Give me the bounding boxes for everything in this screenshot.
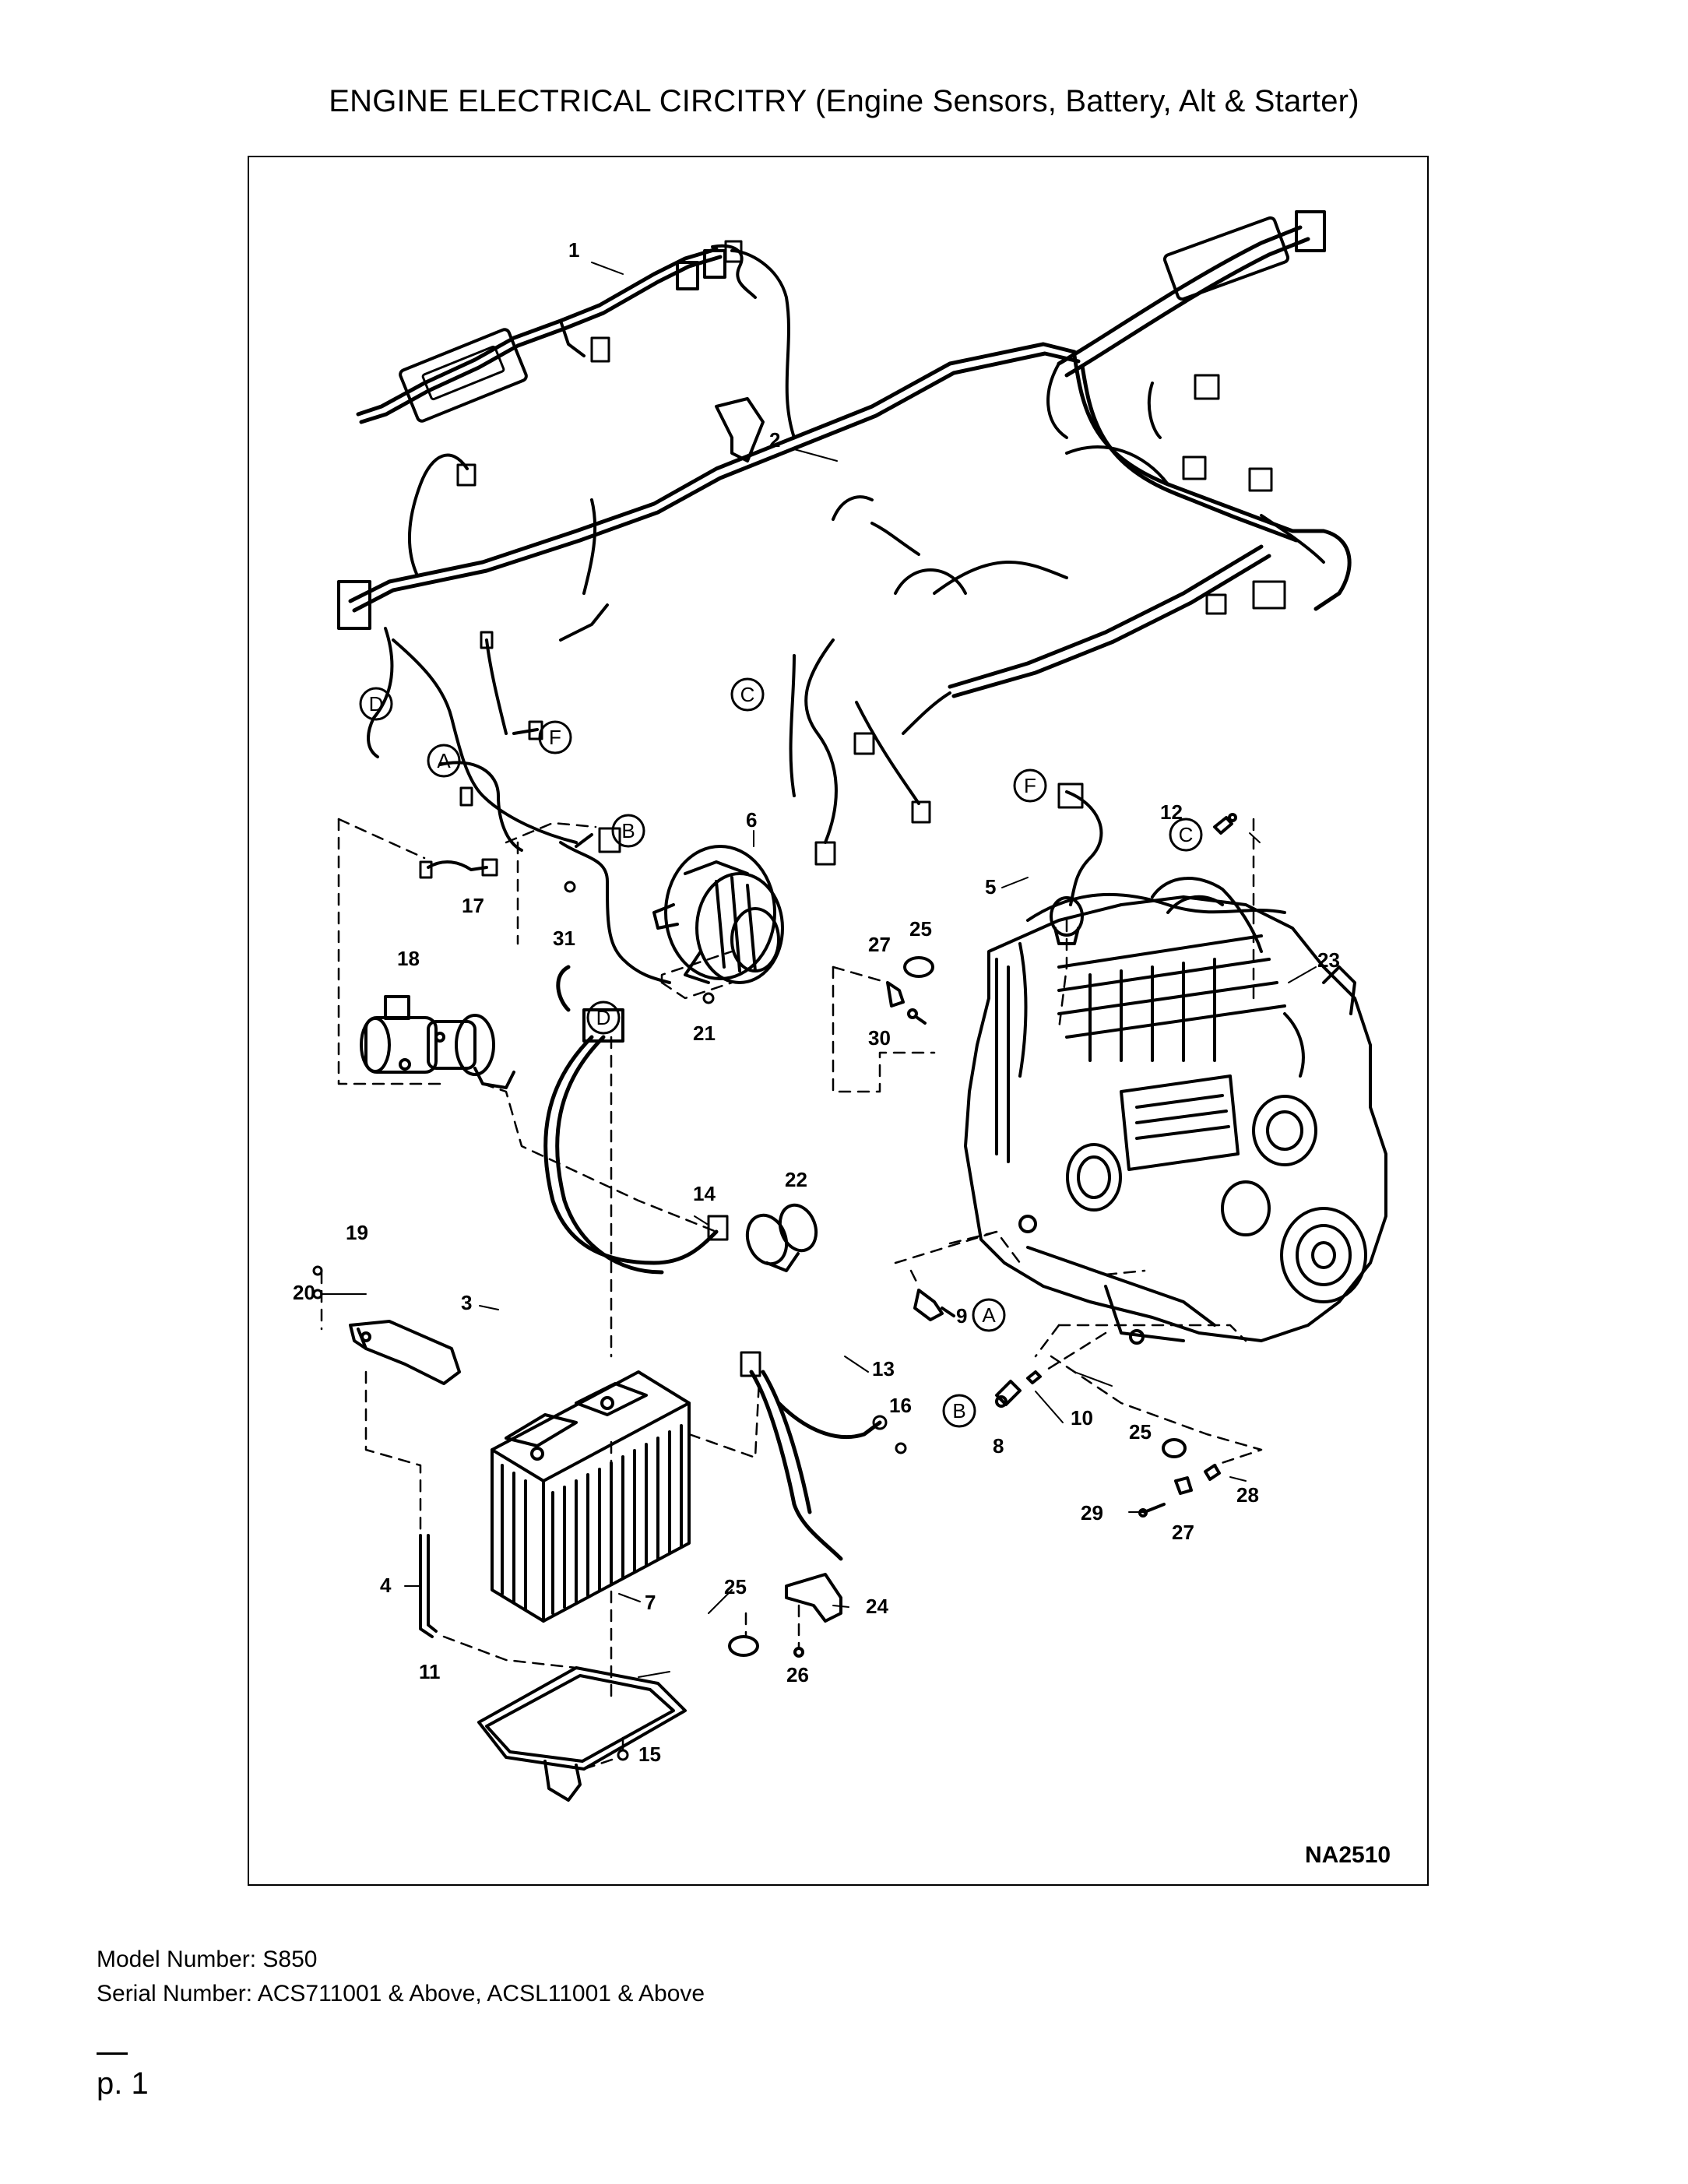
callout-13: 13 [872,1357,895,1380]
diagram-code: NA2510 [1305,1842,1391,1868]
callout-7: 7 [645,1591,656,1614]
callout-21: 21 [693,1022,716,1045]
part-13-ground-cable [740,1351,888,1561]
part-24-25-26-lower [728,1573,842,1658]
callout-11: 11 [419,1660,441,1683]
part-23-engine [964,877,1387,1345]
callout-29: 29 [1081,1501,1103,1525]
callout-6: 6 [746,808,757,832]
connector-letter-d-lower: D [596,1006,611,1029]
callout-14: 14 [693,1182,716,1205]
connector-circles [359,677,1203,1428]
exploded-parts-diagram: 1 2 3 4 5 6 7 8 9 10 11 12 13 14 15 16 1… [293,210,1391,1868]
part-3-hold-down [349,1320,461,1385]
page-number-rule [97,2052,128,2055]
small-hardware [312,881,907,1761]
callout-4: 4 [380,1574,392,1597]
callout-22: 22 [785,1168,807,1191]
connector-letter-a-right: A [982,1303,996,1327]
callout-26: 26 [786,1663,809,1686]
callout-17: 17 [462,894,484,917]
callout-25-right: 25 [1129,1420,1152,1444]
part-22-clamp [745,1203,818,1272]
callout-5: 5 [985,875,996,899]
part-11-tray [477,1666,687,1802]
callout-2: 2 [769,428,780,452]
connector-letter-b-left: B [621,819,635,842]
serial-number: Serial Number: ACS711001 & Above, ACSL11… [97,1981,705,2006]
connector-letter-b-right: B [952,1399,965,1423]
part-4-rod [419,1534,438,1638]
dashed-assembly-lines [320,818,1263,1771]
connector-letter-c-upper: C [740,683,755,706]
harness-2-left-branch [337,580,671,984]
callout-23: 23 [1317,948,1340,972]
callout-25-upper: 25 [909,917,932,941]
connector-letter-f-right: F [1024,774,1036,797]
part-14-cable [543,965,729,1275]
harness-1 [356,244,757,424]
callout-19: 19 [346,1221,368,1244]
part-25-27-28-29-lower [1138,1438,1221,1518]
part-17-jumper [419,858,498,879]
callout-labels: 1 2 3 4 5 6 7 8 9 10 11 12 13 14 15 16 1… [293,238,1340,1766]
page-title: ENGINE ELECTRICAL CIRCITRY (Engine Senso… [329,84,1359,118]
callout-16: 16 [889,1394,912,1417]
callout-9: 9 [956,1304,967,1328]
connector-letter-c-right: C [1179,823,1194,846]
harness-1-right [1046,210,1326,439]
callout-31: 31 [553,927,575,950]
connector-letter-labels: D F A B C D F C A B [369,683,1194,1423]
callout-20: 20 [293,1281,315,1304]
callout-18: 18 [397,947,420,970]
callout-27-lower: 27 [1172,1521,1194,1544]
part-25-27-30-upper [886,956,934,1025]
connector-letter-f-left: F [549,726,561,749]
callout-3: 3 [461,1291,472,1314]
callout-10: 10 [1071,1406,1093,1430]
part-6-alternator [652,845,784,984]
callout-15: 15 [638,1743,661,1766]
part-7-battery [491,1370,691,1623]
callout-28: 28 [1236,1483,1259,1507]
page-number: p. 1 [97,2066,149,2101]
callout-8: 8 [993,1434,1004,1458]
leader-lines [320,262,1317,1678]
part-18-starter [360,995,515,1089]
callout-25-lower: 25 [724,1575,747,1598]
callout-12: 12 [1160,800,1183,824]
connector-letter-a-left: A [437,749,451,772]
harness-2 [348,240,1352,866]
model-number: Model Number: S850 [97,1947,318,1972]
callout-1: 1 [568,238,579,262]
connector-letter-d-upper: D [369,692,384,716]
callout-27-upper: 27 [868,933,891,956]
callout-24: 24 [866,1595,888,1618]
part-12-sensor [1213,813,1237,835]
part-8-10-sensors [995,1370,1042,1408]
callout-30: 30 [868,1026,891,1050]
diagram-frame: 1 2 3 4 5 6 7 8 9 10 11 12 13 14 15 16 1… [248,156,1429,1886]
part-9-sensor [913,1289,955,1321]
